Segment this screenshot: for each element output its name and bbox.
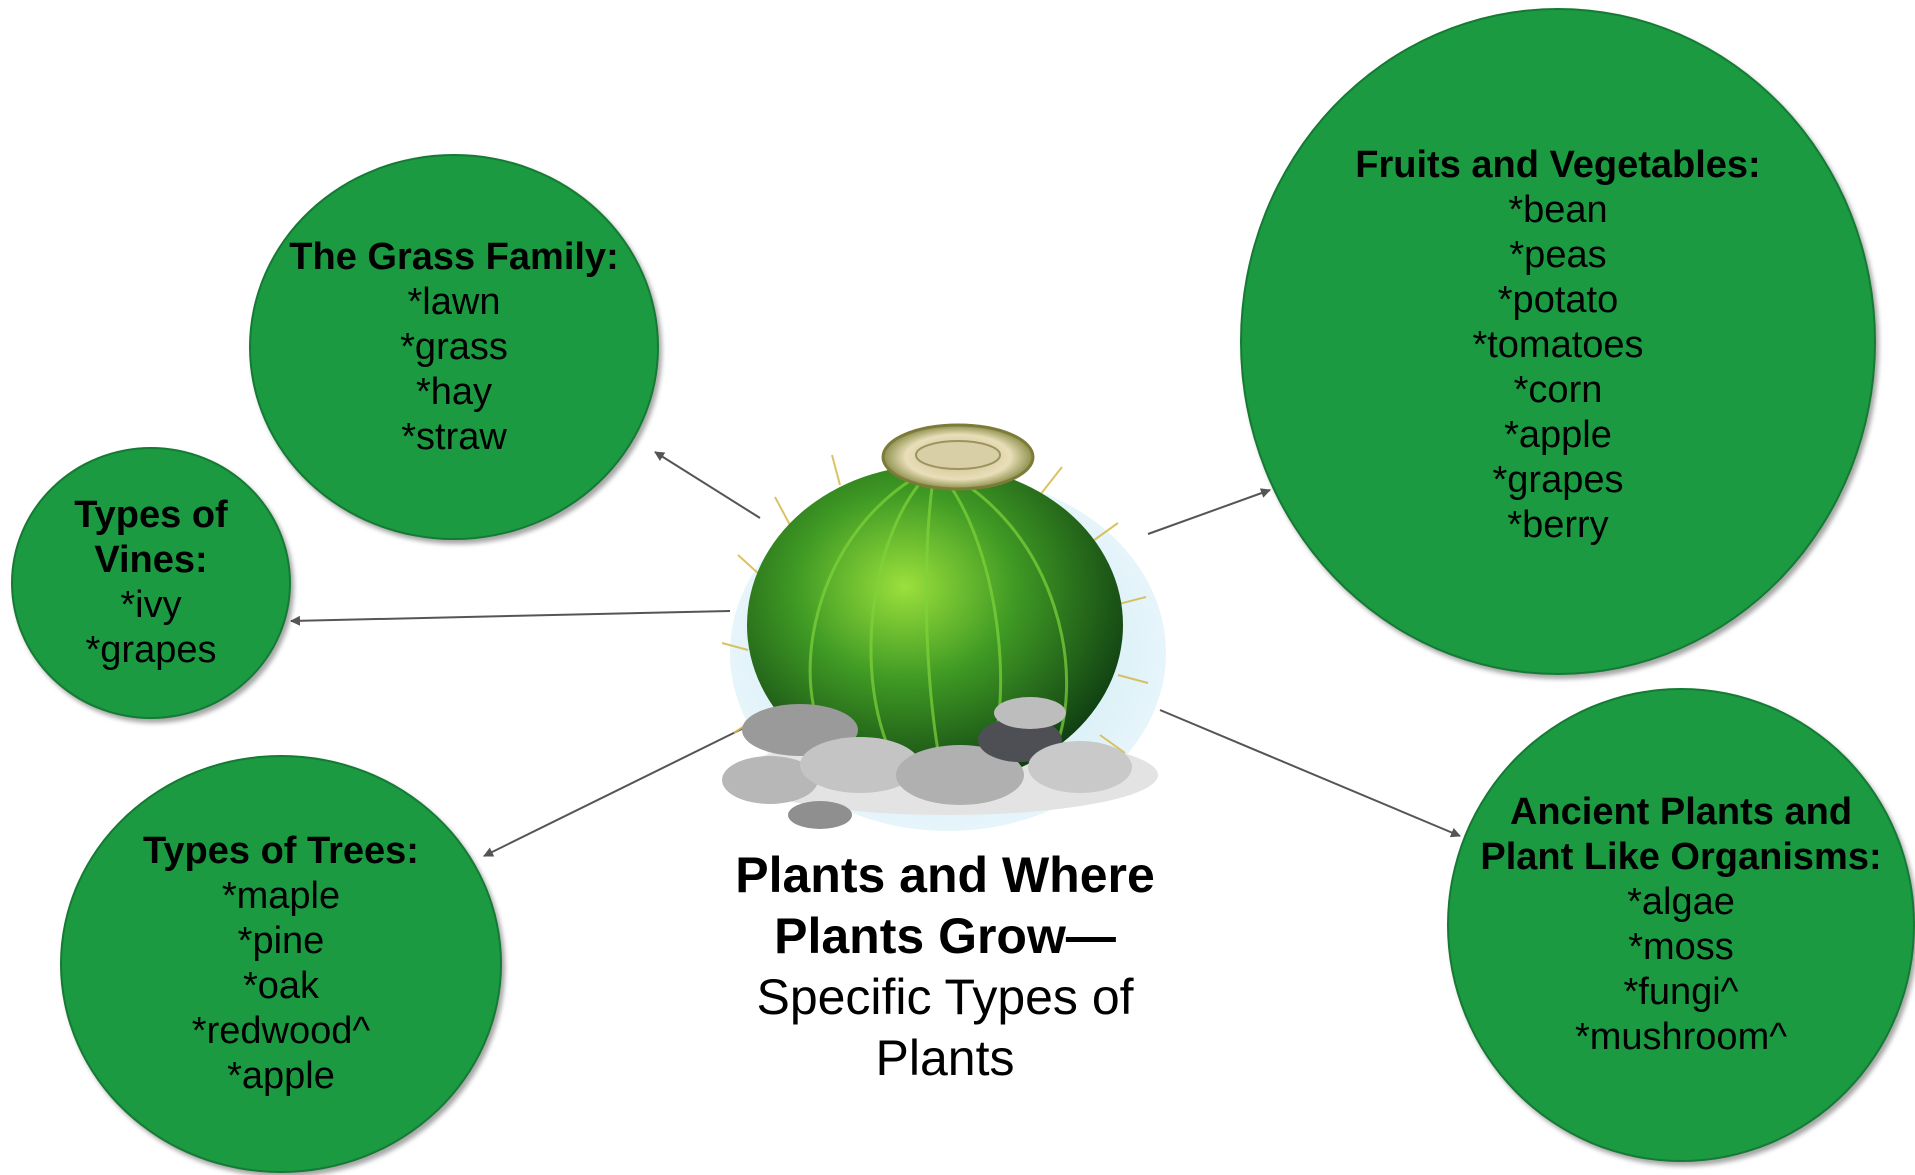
list-item: *apple [1472, 413, 1643, 458]
trees-node: Types of Trees: *maple *pine *oak *redwo… [60, 755, 502, 1173]
list-item: *corn [1472, 368, 1643, 413]
central-topic-subtitle: Specific Types of Plants [700, 967, 1190, 1089]
list-item: *apple [192, 1054, 370, 1099]
list-item: *bean [1472, 188, 1643, 233]
list-item: *lawn [400, 280, 508, 325]
fruits-vegetables-list: *bean *peas *potato *tomatoes *corn *app… [1472, 188, 1643, 548]
list-item: *straw [400, 415, 508, 460]
list-item: *berry [1472, 503, 1643, 548]
list-item: *algae [1575, 880, 1787, 925]
central-topic-title: Plants and Where Plants Grow— [700, 845, 1190, 967]
ancient-plants-heading: Ancient Plants and Plant Like Organisms: [1449, 790, 1913, 880]
list-item: *tomatoes [1472, 323, 1643, 368]
list-item: *oak [192, 964, 370, 1009]
list-item: *grapes [86, 628, 217, 673]
list-item: *grass [400, 325, 508, 370]
fruits-vegetables-heading: Fruits and Vegetables: [1335, 143, 1780, 188]
vines-list: *ivy *grapes [86, 583, 217, 673]
barrel-cactus-illustration [720, 415, 1170, 835]
grass-family-node: The Grass Family: *lawn *grass *hay *str… [249, 154, 659, 540]
list-item: *potato [1472, 278, 1643, 323]
list-item: *hay [400, 370, 508, 415]
list-item: *moss [1575, 925, 1787, 970]
ancient-plants-list: *algae *moss *fungi^ *mushroom^ [1575, 880, 1787, 1060]
central-topic-label: Plants and Where Plants Grow— Specific T… [700, 845, 1190, 1089]
trees-heading: Types of Trees: [123, 829, 439, 874]
list-item: *redwood^ [192, 1009, 370, 1054]
arrow-to-vines [291, 611, 730, 621]
fruits-vegetables-node: Fruits and Vegetables: *bean *peas *pota… [1240, 8, 1876, 675]
arrow-to-ancient [1160, 710, 1460, 836]
list-item: *peas [1472, 233, 1643, 278]
arrow-to-trees [484, 720, 760, 856]
trees-list: *maple *pine *oak *redwood^ *apple [192, 874, 370, 1099]
grass-family-list: *lawn *grass *hay *straw [400, 280, 508, 460]
list-item: *pine [192, 919, 370, 964]
list-item: *ivy [86, 583, 217, 628]
list-item: *grapes [1472, 458, 1643, 503]
vines-heading: Types of Vines: [13, 493, 289, 583]
list-item: *mushroom^ [1575, 1015, 1787, 1060]
list-item: *fungi^ [1575, 970, 1787, 1015]
vines-node: Types of Vines: *ivy *grapes [11, 447, 291, 719]
grass-family-heading: The Grass Family: [269, 235, 638, 280]
list-item: *maple [192, 874, 370, 919]
ancient-plants-node: Ancient Plants and Plant Like Organisms:… [1447, 688, 1915, 1162]
cactus-crown-inner [916, 441, 1000, 469]
